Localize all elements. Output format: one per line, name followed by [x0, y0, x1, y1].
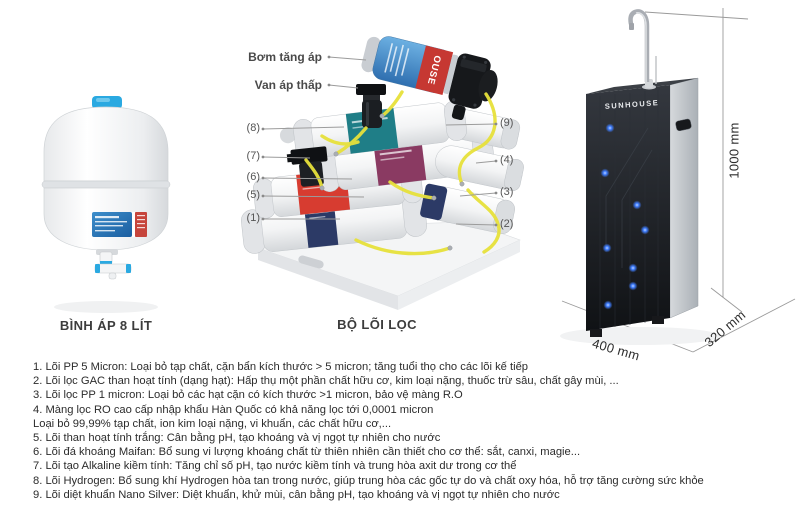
- filter-assembly-illustration: OUSE: [241, 36, 524, 310]
- valve-label: Van áp thấp: [254, 78, 322, 92]
- callout-9: (9): [500, 117, 514, 129]
- callout-2: (2): [500, 218, 514, 230]
- side-handle: [675, 118, 692, 132]
- pressure-tank-illustration: [41, 96, 171, 313]
- booster-pump: OUSE: [361, 36, 498, 121]
- led-dots: [600, 123, 650, 310]
- description-line: 2. Lõi lọc GAC than hoạt tính (dạng hạt)…: [33, 375, 619, 388]
- callout-4: (4): [500, 154, 514, 166]
- low-pressure-valve: [356, 84, 386, 128]
- filter-cylinder-bottom: [241, 192, 427, 254]
- description-line: 6. Lõi đá khoáng Maifan: Bổ sung vi lượn…: [33, 446, 581, 459]
- callout-8: (8): [246, 122, 260, 134]
- pump-label: Bơm tăng áp: [248, 50, 322, 64]
- description-line: 5. Lõi than hoạt tính trắng: Cân bằng pH…: [33, 432, 441, 445]
- faucet-icon: [628, 9, 657, 90]
- leader-lines: [261, 55, 498, 227]
- tank-label-sticker: [92, 212, 147, 237]
- description-line: 3. Lõi lọc PP 1 micron: Loại bỏ các hạt …: [33, 389, 463, 402]
- callout-7: (7): [246, 150, 260, 162]
- filter-unit-caption: BỘ LÕI LỌC: [337, 317, 417, 332]
- tank-valve-fitting: [94, 251, 132, 280]
- description-line: Loại bỏ 99,99% tạp chất, ion kim loại nặ…: [33, 417, 392, 430]
- callout-3: (3): [500, 186, 514, 198]
- description-line: 1. Lõi PP 5 Micron: Loại bỏ tạp chất, cặ…: [33, 361, 529, 373]
- callout-5: (5): [246, 189, 260, 201]
- dimension-height: 1000 mm: [726, 122, 742, 179]
- filter-description-list: 1. Lõi PP 5 Micron: Loại bỏ tạp chất, cặ…: [33, 360, 793, 502]
- solenoid-valve: [286, 146, 328, 187]
- tube-fittings: [319, 113, 465, 251]
- description-line: 9. Lõi diệt khuẩn Nano Silver: Diệt khuẩ…: [33, 488, 560, 501]
- callout-1: (1): [246, 212, 260, 224]
- description-line: 8. Lõi Hydrogen: Bổ sung khí Hydrogen hò…: [33, 474, 704, 487]
- description-line: 4. Màng lọc RO cao cấp nhập khẩu Hàn Quố…: [33, 403, 434, 416]
- description-line: 7. Lõi tạo Alkaline kiềm tính: Tăng chỉ …: [33, 460, 517, 473]
- callout-6: (6): [246, 171, 260, 183]
- cabinet-illustration: [560, 8, 796, 353]
- front-texture: [599, 90, 659, 329]
- tank-caption: BÌNH ÁP 8 LÍT: [59, 318, 153, 333]
- tubing: [304, 90, 501, 256]
